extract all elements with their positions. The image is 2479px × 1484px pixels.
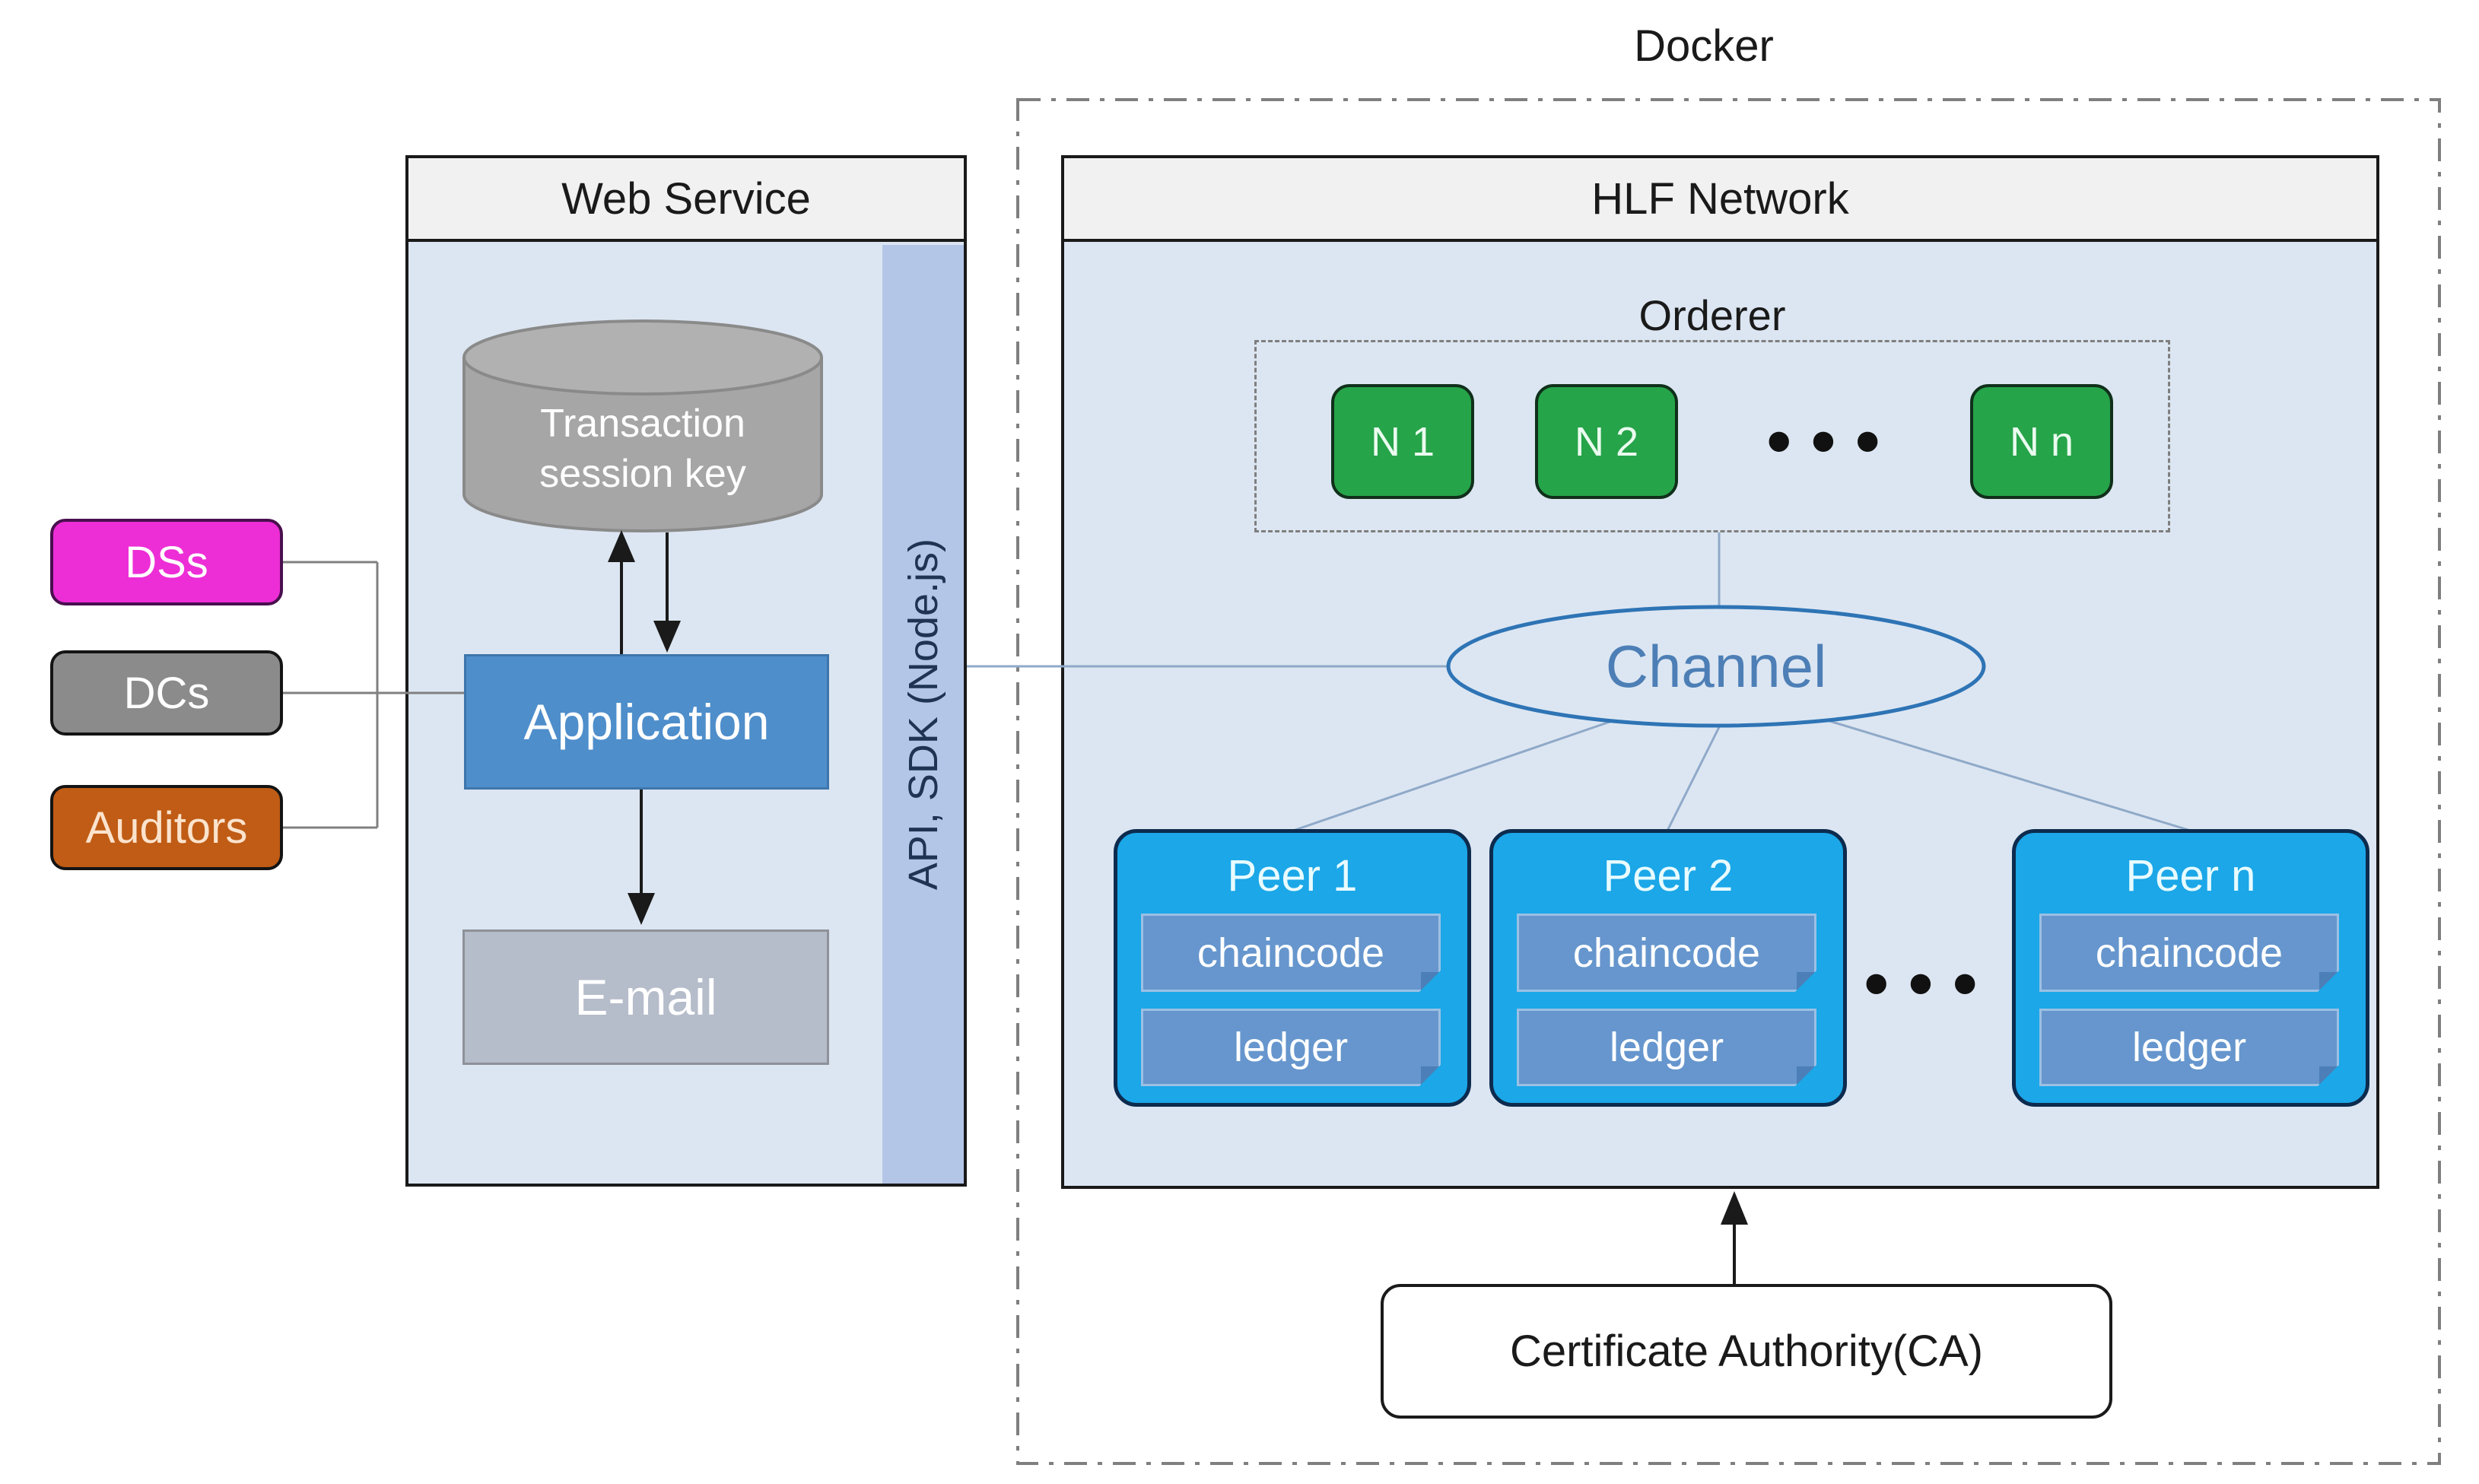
channel-to-peer1-line — [1292, 718, 1617, 832]
datastore-line2: session key — [539, 452, 746, 496]
peer-2-ledger: ledger — [1517, 1009, 1816, 1086]
docker-title: Docker — [1634, 21, 1774, 71]
network-wires — [967, 532, 2191, 832]
certificate-authority-box: Certificate Authority(CA) — [1381, 1284, 2112, 1419]
peer-1-chaincode: chaincode — [1141, 914, 1441, 992]
channel-to-peer2-line — [1666, 723, 1722, 831]
channel-to-peern-line — [1819, 717, 2191, 832]
orderer-ellipsis: ••• — [1766, 402, 1900, 480]
actor-dcs-label: DCs — [123, 668, 210, 718]
arrowhead-down-application — [653, 621, 681, 653]
arrowhead-up-hlf — [1721, 1191, 1748, 1225]
email-label: E-mail — [574, 969, 717, 1025]
actor-box-dcs: DCs — [50, 650, 283, 736]
orderer-node-2: N 2 — [1535, 384, 1678, 499]
hlf-network-title: HLF Network — [1591, 173, 1849, 224]
api-sdk-strip: API, SDK (Node.js) — [882, 245, 964, 1184]
application-box: Application — [464, 654, 829, 790]
orderer-node-2-label: N 2 — [1574, 418, 1639, 465]
cylinder-body — [462, 357, 823, 532]
web-service-header: Web Service — [408, 158, 964, 242]
peer-2-title: Peer 2 — [1603, 850, 1734, 901]
channel-ellipse — [1446, 605, 1986, 728]
email-box: E-mail — [462, 929, 829, 1065]
actor-auditors-label: Auditors — [85, 802, 248, 853]
peer-n-ledger: ledger — [2039, 1009, 2339, 1086]
arrowhead-down-email — [628, 893, 655, 925]
web-service-title: Web Service — [561, 173, 811, 224]
peer-1-ledger: ledger — [1141, 1009, 1441, 1086]
orderer-node-1: N 1 — [1331, 384, 1474, 499]
actor-box-auditors: Auditors — [50, 785, 283, 870]
docker-boundary — [1016, 98, 2441, 1465]
flow-arrows — [608, 530, 1748, 1284]
orderer-node-n-label: N n — [2009, 418, 2074, 465]
orderer-group-boundary — [1254, 340, 2170, 532]
peer-2-chaincode: chaincode — [1517, 914, 1816, 992]
orderer-node-n: N n — [1970, 384, 2113, 499]
cylinder-top — [462, 319, 823, 396]
orderer-title: Orderer — [1638, 291, 1786, 339]
certificate-authority-label: Certificate Authority(CA) — [1509, 1327, 1984, 1376]
peer-1-title: Peer 1 — [1227, 850, 1358, 901]
datastore-line1: Transaction — [540, 402, 745, 446]
hlf-network-header: HLF Network — [1064, 158, 2376, 242]
peer-n-chaincode: chaincode — [2039, 914, 2339, 992]
application-label: Application — [523, 694, 770, 750]
peer-1-box: Peer 1 chaincode ledger — [1114, 829, 1471, 1107]
arrowhead-up-datastore — [608, 530, 635, 562]
orderer-node-1-label: N 1 — [1370, 418, 1435, 465]
actor-dss-label: DSs — [125, 537, 208, 587]
peer-n-title: Peer n — [2125, 850, 2256, 901]
datastore-cylinder — [462, 319, 823, 532]
peer-ellipsis: ••• — [1864, 944, 1998, 1022]
peer-2-box: Peer 2 chaincode ledger — [1489, 829, 1847, 1107]
channel-label: Channel — [1605, 632, 1827, 700]
actor-connectors — [283, 561, 464, 829]
actor-box-dss: DSs — [50, 519, 283, 605]
peer-n-box: Peer n chaincode ledger — [2012, 829, 2369, 1107]
datastore-label: Transaction session key — [464, 392, 822, 506]
